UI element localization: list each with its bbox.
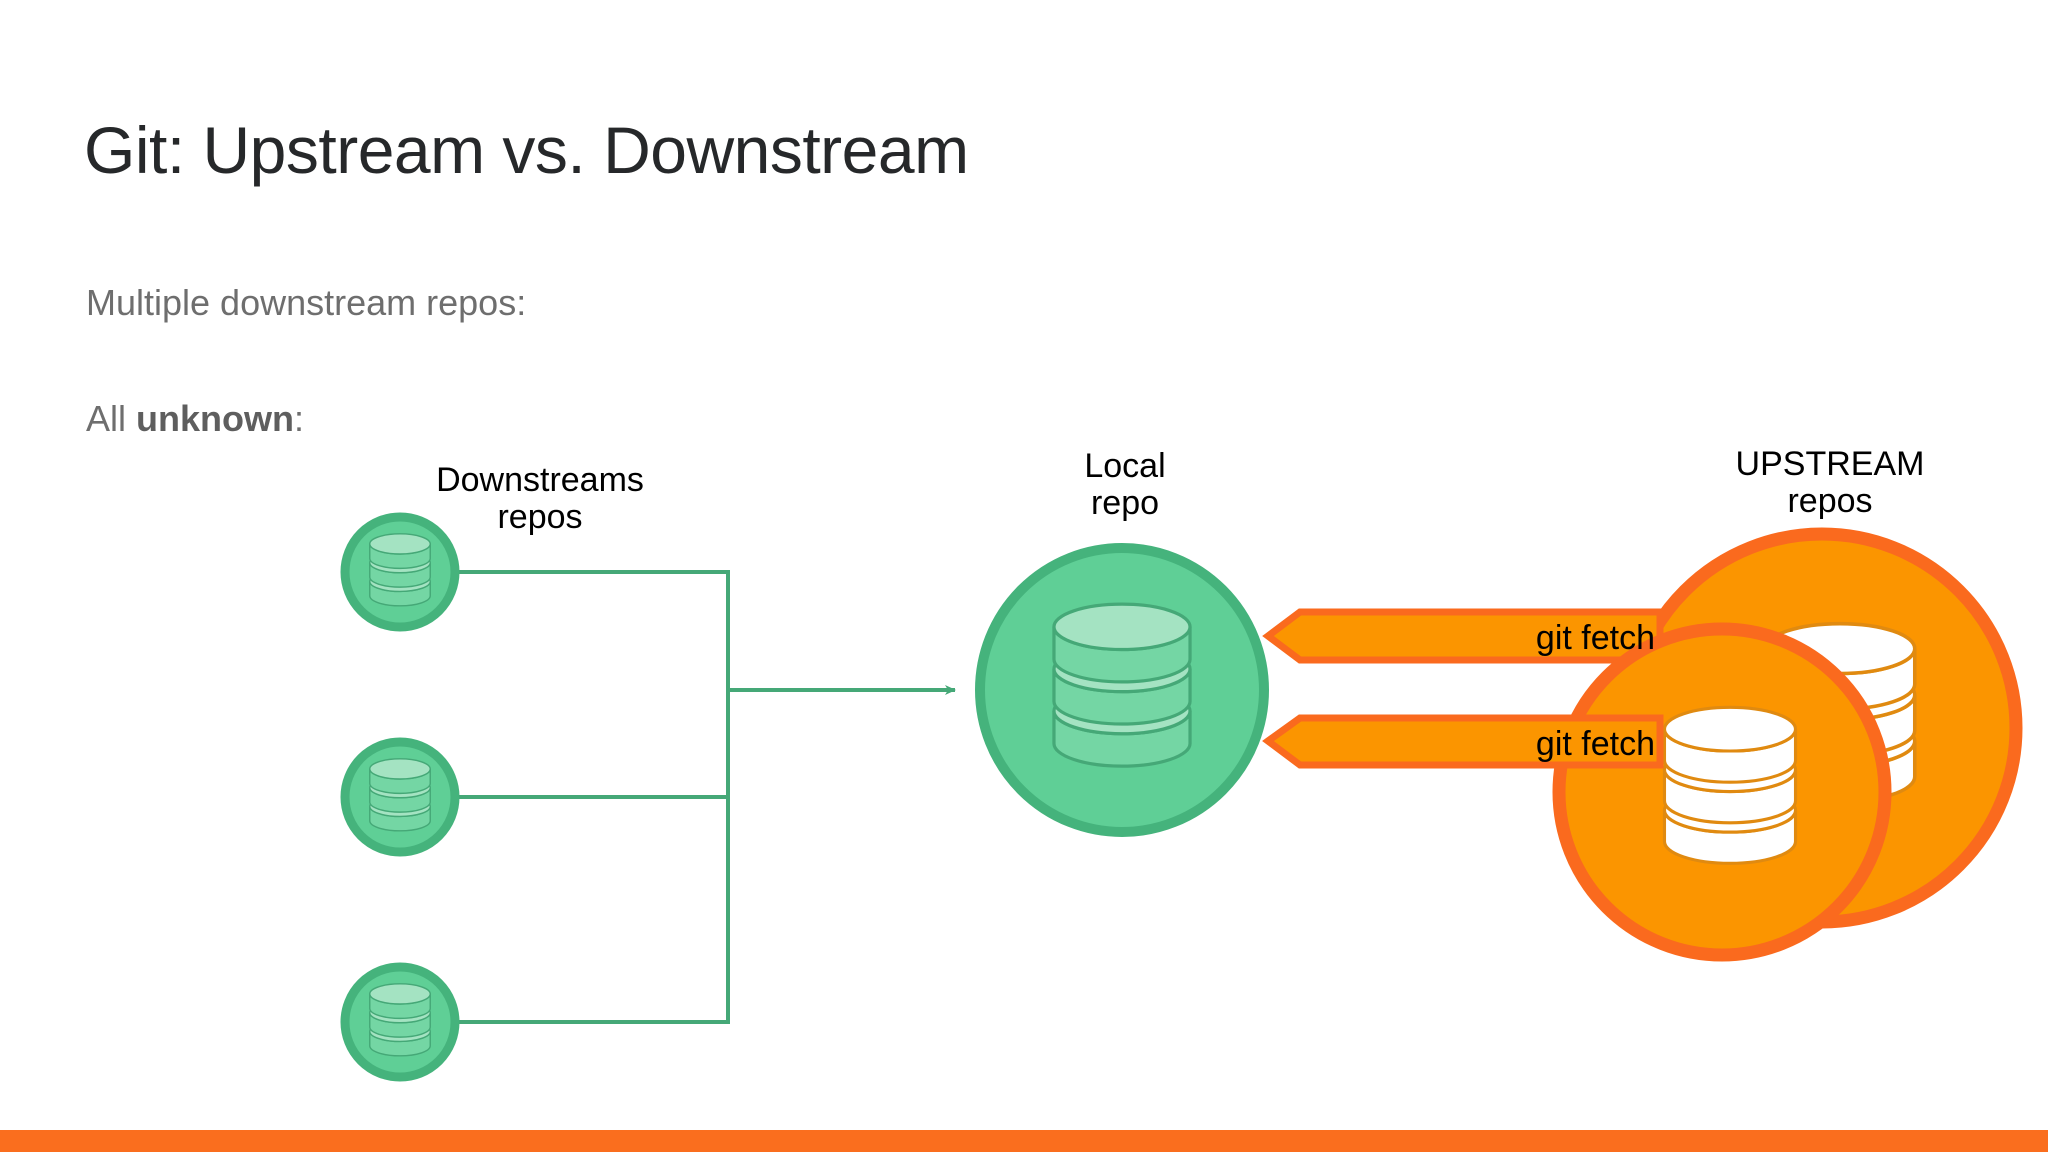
upstream-repo-node-front[interactable] <box>1552 622 1892 962</box>
downstream-repo-node-2[interactable] <box>340 737 460 857</box>
downstream-repo-circle-2 <box>340 737 460 857</box>
page-title: Git: Upstream vs. Downstream <box>84 113 969 187</box>
upstream-repo-node-back[interactable] <box>1621 527 2023 929</box>
subtitle-all-suffix: : <box>294 398 305 439</box>
subtitle-all-unknown: All unknown: <box>86 398 304 440</box>
database-icon <box>369 533 431 607</box>
database-icon <box>1763 621 1917 804</box>
upstream-repo-circle-back <box>1621 527 2023 929</box>
local-repo-circle <box>975 543 1269 837</box>
database-icon <box>1052 602 1192 768</box>
bottom-accent-bar <box>0 1130 2048 1152</box>
local-repo-node[interactable] <box>975 543 1269 837</box>
local-repo-caption: Local repo <box>1010 448 1240 521</box>
database-icon <box>369 758 431 832</box>
local-caption-line-2: repo <box>1090 483 1160 522</box>
upstream-repo-circle-front <box>1552 622 1892 962</box>
git-fetch-label-1: git fetch <box>1535 619 1655 657</box>
database-icon <box>1662 705 1798 865</box>
downstreams-caption-line-2: repos <box>497 497 583 536</box>
git-fetch-label-2: git fetch <box>1535 725 1655 763</box>
downstream-repo-node-3[interactable] <box>340 962 460 1082</box>
downstream-repo-circle-3 <box>340 962 460 1082</box>
downstreams-repos-caption: Downstreams repos <box>390 462 690 535</box>
database-icon <box>369 983 431 1057</box>
subtitle-unknown-emphasis: unknown <box>136 398 294 439</box>
downstream-connector-lines <box>455 570 730 1024</box>
upstream-caption-line-1: UPSTREAM <box>1735 445 1925 483</box>
subtitle-multiple-downstream-repos: Multiple downstream repos: <box>86 282 527 323</box>
downstreams-caption-line-1: Downstreams <box>436 461 644 499</box>
local-caption-line-1: Local <box>1084 447 1166 485</box>
upstream-repos-caption: UPSTREAM repos <box>1660 446 2000 519</box>
subtitle-all-prefix: All <box>86 398 137 439</box>
upstream-caption-line-2: repos <box>1787 481 1873 520</box>
